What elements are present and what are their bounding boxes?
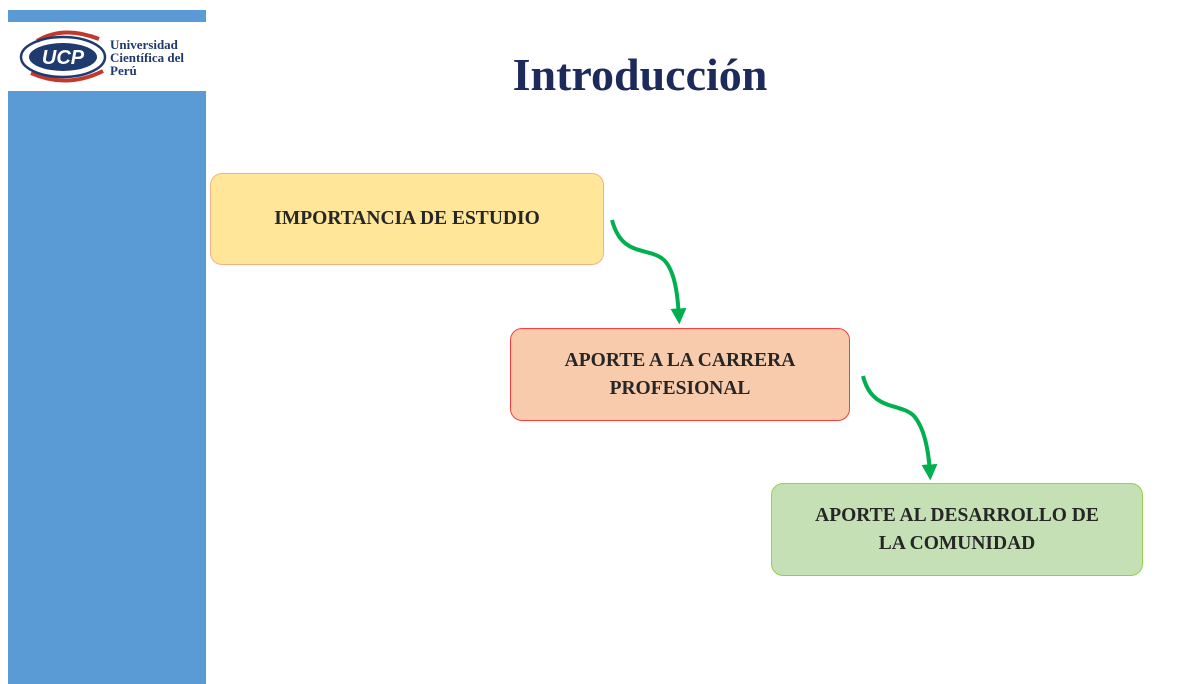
flow-box-text: APORTE AL DESARROLLO DE bbox=[815, 504, 1099, 526]
flow-box-aporte-comunidad: APORTE AL DESARROLLO DE LA COMUNIDAD bbox=[771, 483, 1143, 576]
flow-arrow-1 bbox=[610, 219, 687, 325]
logo-abbr: UCP bbox=[42, 47, 85, 69]
logo-name-line: Universidad bbox=[110, 37, 178, 52]
flow-box-importancia: IMPORTANCIA DE ESTUDIO bbox=[210, 173, 604, 265]
flow-arrow-2 bbox=[861, 375, 938, 481]
flow-box-text: PROFESIONAL bbox=[609, 377, 751, 399]
logo-name: Universidad Científica del Perú bbox=[110, 38, 184, 77]
university-logo: UCP Universidad Científica del Perú bbox=[8, 22, 206, 91]
slide-title: Introducción bbox=[512, 49, 768, 100]
flow-box-text: APORTE A LA CARRERA bbox=[564, 349, 796, 371]
flow-box-text: LA COMUNIDAD bbox=[878, 532, 1036, 554]
sidebar-band bbox=[8, 10, 206, 684]
logo-name-line: Perú bbox=[110, 63, 137, 78]
ucp-logo-icon: UCP bbox=[19, 30, 107, 83]
flow-box-aporte-carrera: APORTE A LA CARRERA PROFESIONAL bbox=[510, 328, 850, 421]
logo-name-line: Científica del bbox=[110, 50, 185, 65]
flow-box-text: IMPORTANCIA DE ESTUDIO bbox=[274, 208, 540, 229]
